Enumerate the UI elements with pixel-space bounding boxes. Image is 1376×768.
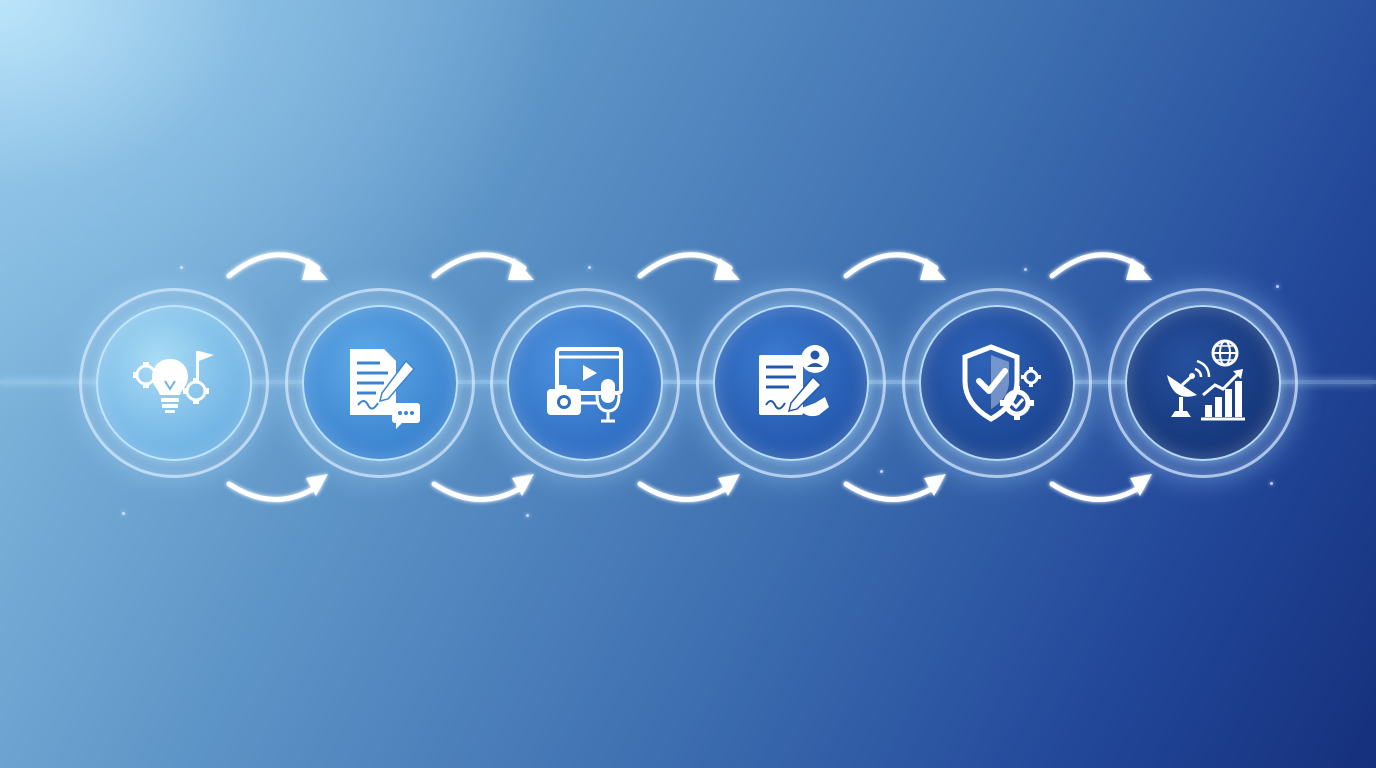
arrowhead-top-2 (508, 258, 534, 280)
step-2 (285, 288, 475, 478)
arrowhead-top-4 (920, 258, 946, 280)
timeline-line (0, 380, 1376, 384)
arrowhead-bottom-3 (718, 474, 740, 496)
sparkle (122, 512, 125, 515)
step-2-badge (302, 305, 458, 461)
arrowhead-bottom-5 (1130, 474, 1152, 496)
sparkle (588, 266, 591, 269)
sparkle (1276, 285, 1279, 288)
satellite-globe-growth-chart-icon (1167, 339, 1245, 421)
arrowhead-top-5 (1126, 258, 1152, 280)
step-1-badge (96, 305, 252, 461)
arrow-bottom-4 (843, 481, 939, 502)
sparkle (1024, 268, 1027, 271)
arrowhead-top-1 (302, 258, 328, 280)
arrowhead-bottom-1 (306, 474, 328, 496)
shield-check-gears-icon (962, 344, 1041, 422)
arrow-bottom-3 (637, 481, 733, 502)
arrowhead-top-3 (714, 258, 740, 280)
idea-lightbulb-gears-flag-icon (133, 351, 214, 413)
step-4-badge (713, 305, 869, 461)
sparkle (180, 266, 183, 269)
step-5 (902, 288, 1092, 478)
step-4 (696, 288, 886, 478)
arrow-bottom-1 (226, 481, 321, 502)
arrowhead-bottom-4 (924, 474, 946, 496)
step-6 (1108, 288, 1298, 478)
arrowhead-bottom-2 (512, 474, 534, 496)
step-5-badge (919, 305, 1075, 461)
contract-signing-user-icon (759, 345, 829, 417)
arrow-bottom-2 (431, 481, 527, 502)
sparkle (1270, 482, 1273, 485)
step-6-badge (1125, 305, 1281, 461)
video-camera-microphone-icon (547, 347, 623, 423)
arrow-bottom-5 (1049, 481, 1145, 502)
document-pen-chat-icon (350, 349, 420, 429)
step-3 (490, 288, 680, 478)
step-1 (79, 288, 269, 478)
step-3-badge (507, 305, 663, 461)
sparkle (526, 514, 529, 517)
sparkle (880, 470, 883, 473)
